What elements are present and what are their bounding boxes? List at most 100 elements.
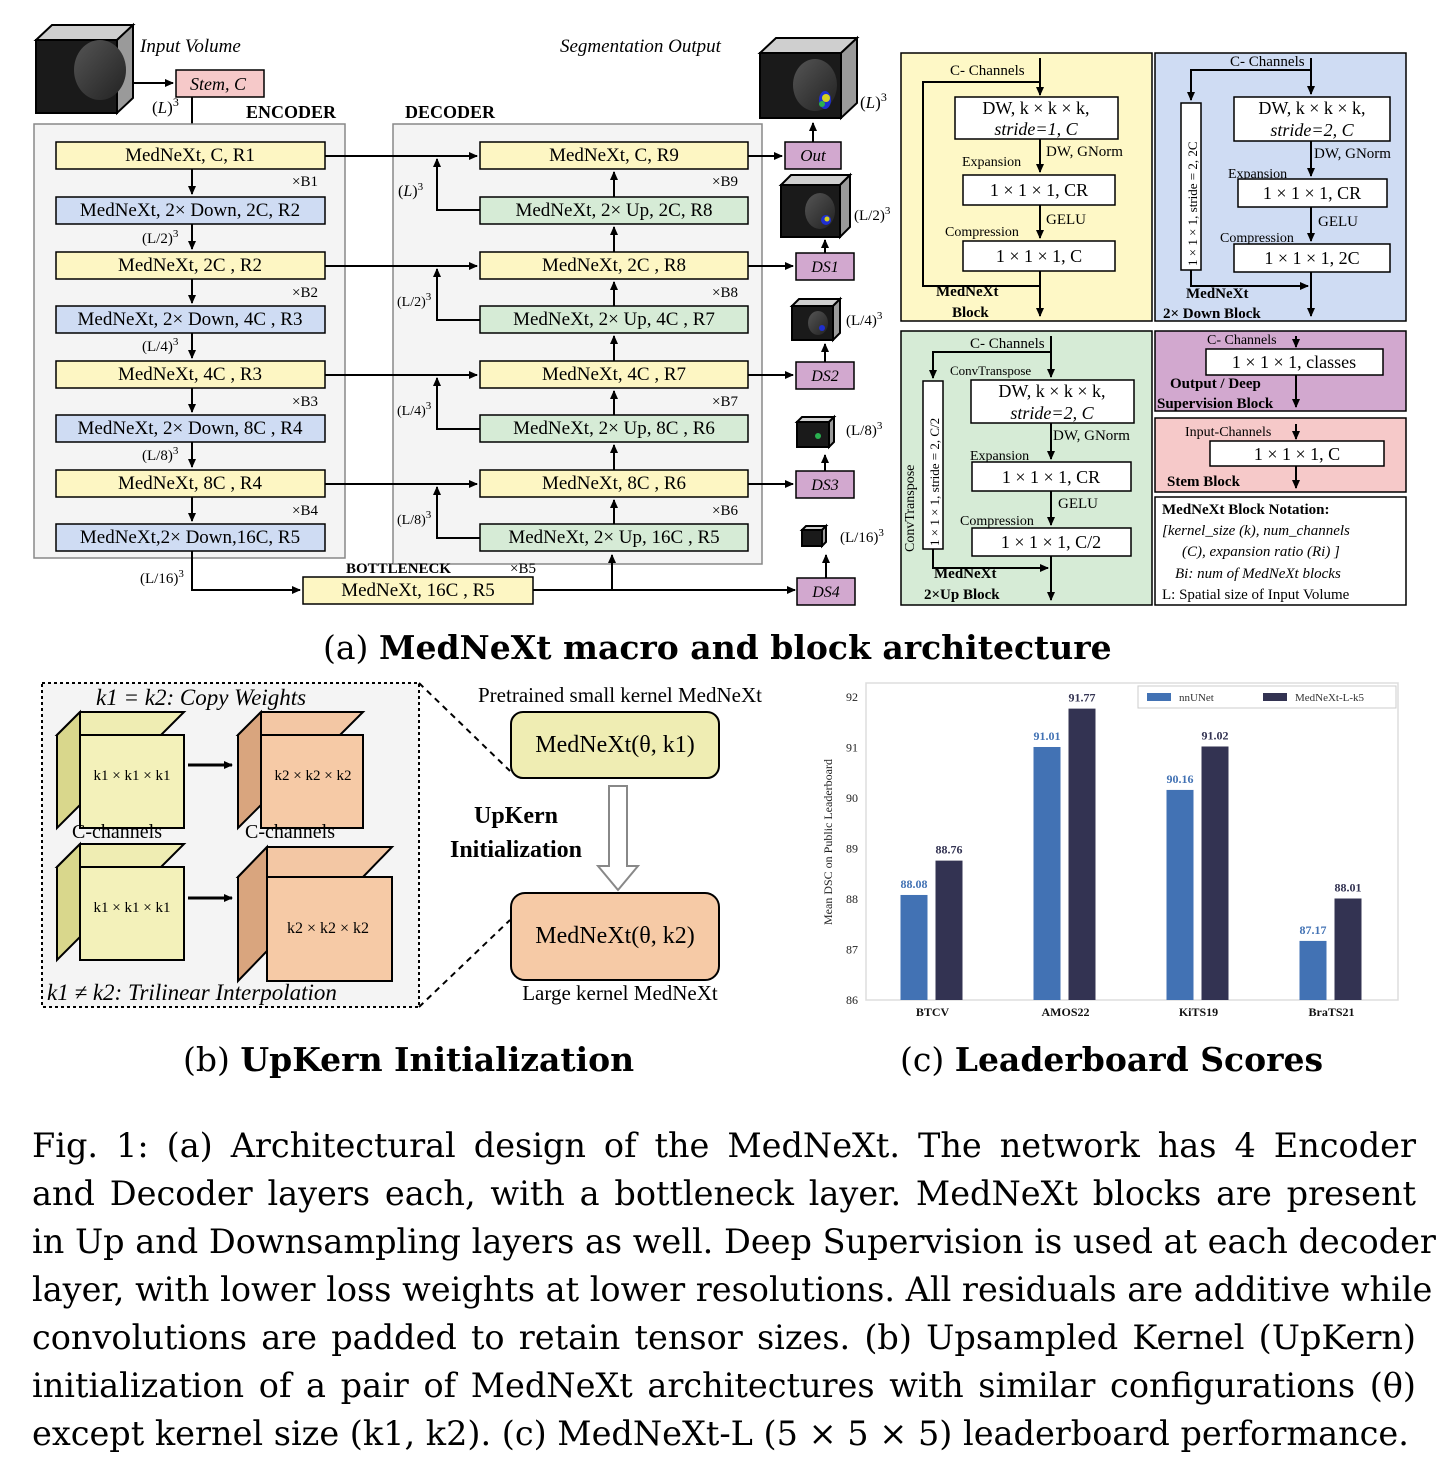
caption-line-4: layer, with lower loss weights at lower … <box>32 1270 1433 1309</box>
segmentation-output-label: Segmentation Output <box>560 36 722 57</box>
ub-title2: 2×Up Block <box>924 587 1000 603</box>
db-side: 1 × 1 × 1, stride = 2, 2C <box>1185 141 1200 266</box>
db-gelu: GELU <box>1318 214 1358 230</box>
up-block-3: MedNeXt, 2× Up, 8C , R6 <box>513 418 715 439</box>
sb-channels: Input-Channels <box>1185 425 1271 440</box>
skip-connections <box>325 152 480 539</box>
large-kernel-label: Large kernel MedNeXt <box>522 981 718 1005</box>
kernel-cube-large-2 <box>235 844 395 984</box>
legend-label: MedNeXt-L-k5 <box>1295 692 1365 704</box>
notation-box: MedNeXt Block Notation: [kernel_size (k)… <box>1154 496 1407 606</box>
channels-label-1: C-channels <box>72 821 162 843</box>
notation-title: MedNeXt Block Notation: <box>1162 502 1329 518</box>
caption-line-5: convolutions are padded to retain tensor… <box>32 1318 1416 1357</box>
decoder-block-4: MedNeXt, 8C , R6 <box>542 473 686 494</box>
cube-small-label-2: k1 × k1 × k1 <box>94 900 171 916</box>
legend-swatch <box>1263 693 1287 701</box>
decoder-block-2: MedNeXt, 2C , R8 <box>542 255 686 276</box>
encoder-block-2: MedNeXt, 2C , R2 <box>118 255 262 276</box>
mb-dw: DW, k × k × k, <box>982 98 1089 118</box>
bar-data-label: 88.08 <box>901 877 928 891</box>
enc-repeat-2: ×B2 <box>292 285 318 301</box>
ob-box: 1 × 1 × 1, classes <box>1232 352 1356 372</box>
notation-line4: L: Spatial size of Input Volume <box>1162 587 1350 603</box>
db-exp-box: 1 × 1 × 1, CR <box>1263 183 1361 203</box>
caption-line-6: initialization of a pair of MedNeXt arch… <box>32 1366 1416 1405</box>
enc-repeat-1: ×B1 <box>292 174 318 190</box>
bar-data-label: 88.76 <box>936 843 963 857</box>
bottleneck-label: BOTTLENECK <box>346 561 451 577</box>
down-block-2: MedNeXt, 2× Down, 4C , R3 <box>78 309 303 330</box>
up-block-2: MedNeXt, 2× Up, 4C , R7 <box>513 309 715 330</box>
db-channels: C- Channels <box>1230 54 1305 70</box>
output-block-diagram: C- Channels 1 × 1 × 1, classes Output / … <box>1154 330 1407 412</box>
legend-label: nnUNet <box>1179 692 1214 704</box>
size-ds3: (L/8)3 <box>846 420 883 439</box>
stem-label: Stem, C <box>190 74 247 94</box>
y-tick-label: 91 <box>846 741 858 755</box>
size-l8-dec: (L/8)3 <box>397 509 432 528</box>
bottleneck-block: MedNeXt, 16C , R5 <box>341 580 495 601</box>
bar-nnunet <box>900 894 928 1000</box>
upkern-label-2: Initialization <box>450 837 582 863</box>
ub-expansion: Expansion <box>970 449 1029 464</box>
upkern-panel: k1 = k2: Copy Weights k1 ≠ k2: Trilinear… <box>41 682 762 1008</box>
enc-repeat-3: ×B3 <box>292 394 318 410</box>
dec-repeat-3: ×B7 <box>712 394 738 410</box>
caption-line-2: and Decoder layers each, with a bottlene… <box>32 1174 1416 1213</box>
stem-box <box>175 69 265 98</box>
bar-data-label: 91.02 <box>1202 728 1229 742</box>
bar-mednext-l-k5 <box>1201 746 1229 1000</box>
cube-small-label-1: k1 × k1 × k1 <box>94 768 171 784</box>
y-tick-label: 89 <box>846 842 858 856</box>
ds1-label: DS1 <box>810 259 839 276</box>
ds4-label: DS4 <box>811 584 840 601</box>
ub-norm: DW, GNorm <box>1053 428 1130 444</box>
decoder-block-3: MedNeXt, 4C , R7 <box>542 364 686 385</box>
db-title1: MedNeXt <box>1186 286 1248 302</box>
ub-dw2: stride=2, C <box>1010 403 1094 423</box>
bar-nnunet <box>1166 789 1194 1000</box>
ub-exp-box: 1 × 1 × 1, CR <box>1002 467 1100 487</box>
ub-side: 1 × 1 × 1, stride = 2, C/2 <box>927 418 942 546</box>
bottleneck-repeat: ×B5 <box>510 561 536 577</box>
caption-line-7: except kernel size (k1, k2). (c) MedNeXt… <box>32 1414 1409 1453</box>
ub-side-title: ConvTranspose <box>903 465 918 552</box>
decoder-container <box>392 123 763 565</box>
model-small-label: MedNeXt(θ, k1) <box>535 732 694 758</box>
output-heads: Out DS1 DS2 DS3 DS4 <box>748 122 856 606</box>
size-top: (L)3 <box>152 95 179 117</box>
interp-label: k1 ≠ k2: Trilinear Interpolation <box>47 980 337 1005</box>
mb-channels: C- Channels <box>950 63 1025 79</box>
up-block-4: MedNeXt, 2× Up, 16C , R5 <box>508 527 719 548</box>
ub-dw: DW, k × k × k, <box>998 381 1105 401</box>
ds2-volume-icon <box>789 296 843 343</box>
db-dw: DW, k × k × k, <box>1258 98 1365 118</box>
figure-diagram: Input Volume Stem, C (L)3 ENCODER DECODE… <box>33 22 1407 1019</box>
db-dw2: stride=2, C <box>1270 120 1354 140</box>
decoder-column: MedNeXt, C, R9 ×B9 MedNeXt, 2× Up, 2C, R… <box>479 141 749 552</box>
cube-large-label-1: k2 × k2 × k2 <box>275 768 352 784</box>
pretrained-label: Pretrained small kernel MedNeXt <box>478 683 762 707</box>
db-comp-box: 1 × 1 × 1, 2C <box>1264 248 1359 268</box>
bar-data-label: 87.17 <box>1300 923 1327 937</box>
down-block-diagram: C- Channels 1 × 1 × 1, stride = 2, 2C DW… <box>1154 52 1407 322</box>
segmentation-output-icon <box>757 35 860 121</box>
sb-title: Stem Block <box>1167 474 1241 490</box>
ob-channels: C- Channels <box>1207 333 1277 348</box>
y-tick-label: 87 <box>846 943 858 957</box>
mb-expansion: Expansion <box>962 155 1021 170</box>
mb-gelu: GELU <box>1046 212 1086 228</box>
ub-comp-box: 1 × 1 × 1, C/2 <box>1001 532 1101 552</box>
bar-nnunet <box>1299 940 1327 1000</box>
ds2-label: DS2 <box>810 368 839 385</box>
copy-weights-label: k1 = k2: Copy Weights <box>96 685 306 710</box>
channels-label-2: C-channels <box>245 821 335 843</box>
x-tick-label: BraTS21 <box>1308 1005 1354 1019</box>
x-tick-label: AMOS22 <box>1042 1005 1090 1019</box>
bar-data-label: 88.01 <box>1335 880 1362 894</box>
size-ds4: (L/16)3 <box>840 527 884 546</box>
x-tick-label: BTCV <box>916 1005 950 1019</box>
db-title2: 2× Down Block <box>1163 306 1261 322</box>
